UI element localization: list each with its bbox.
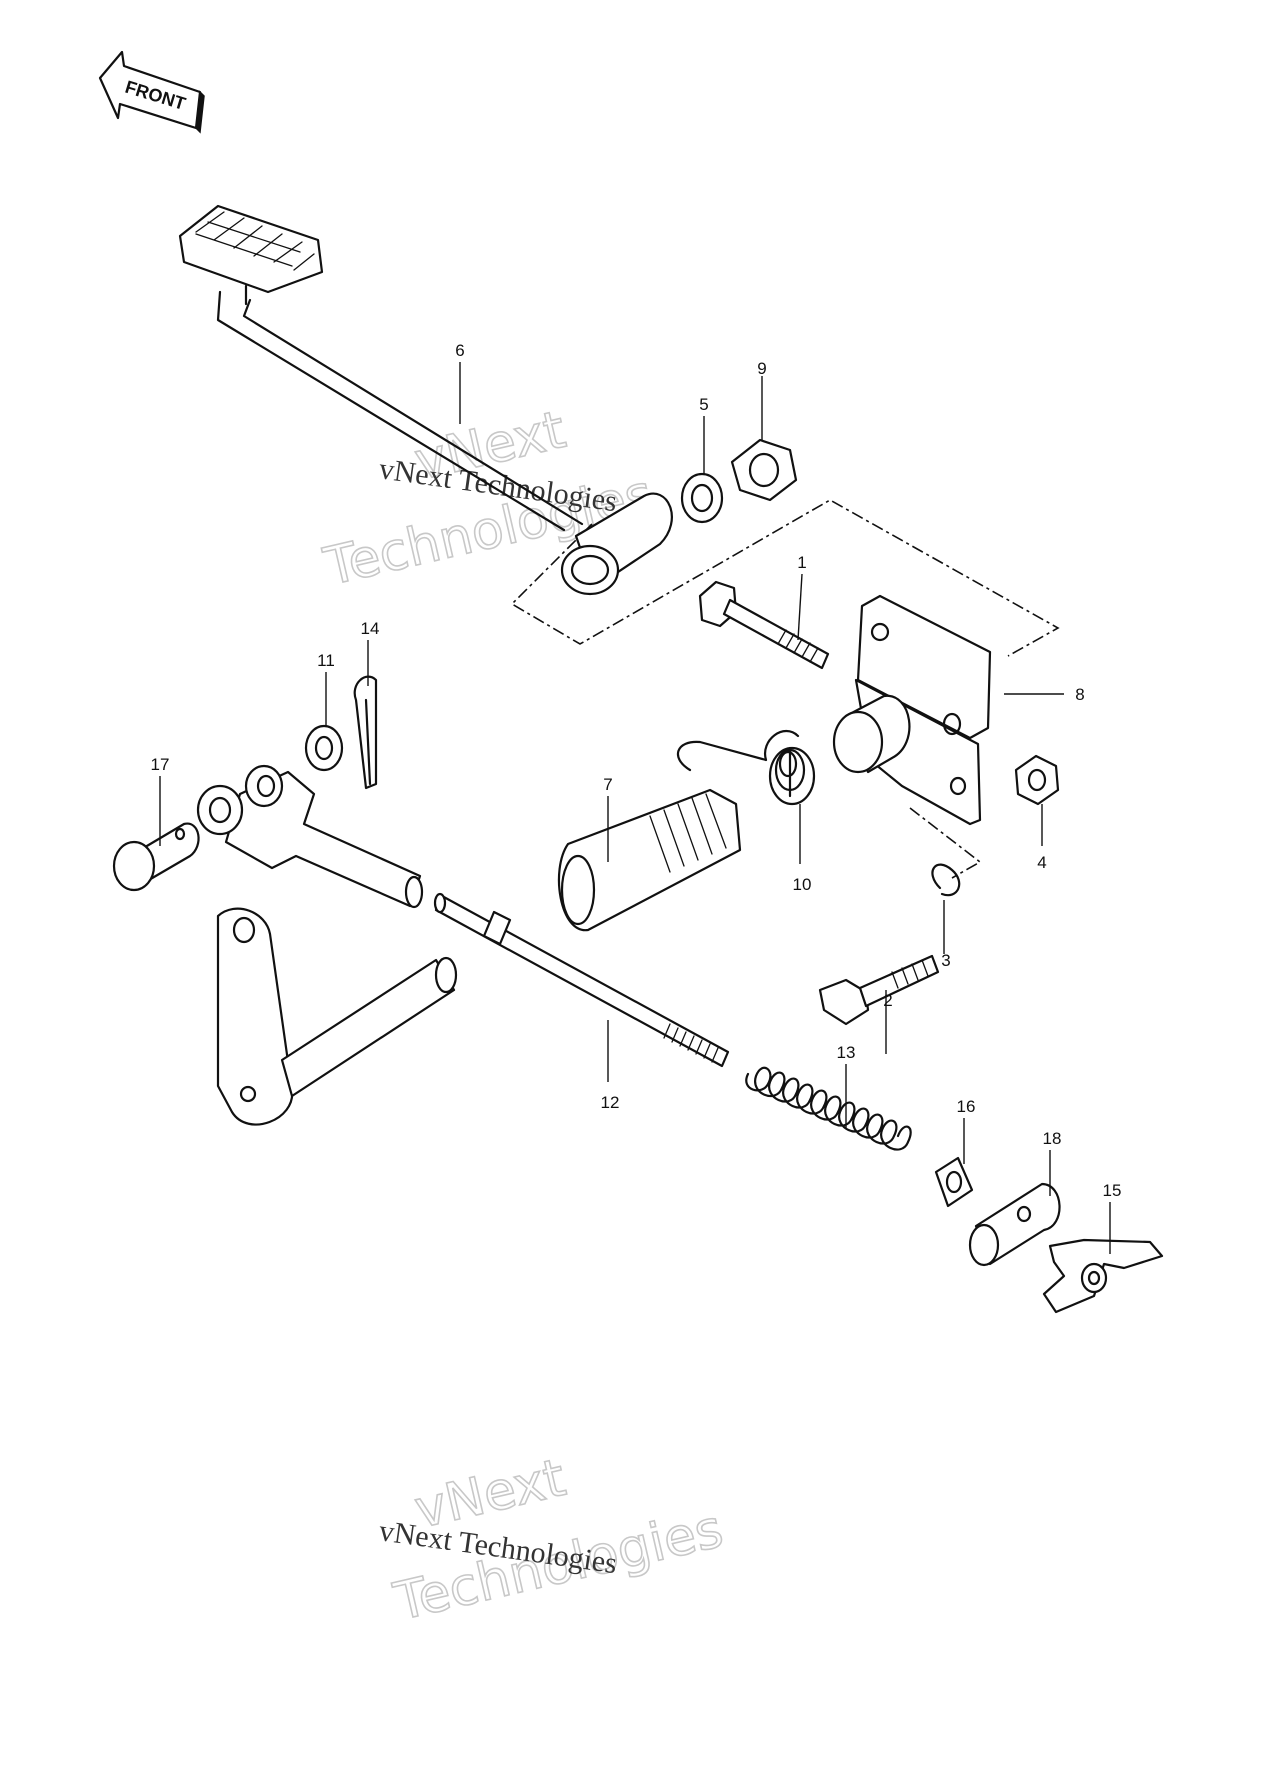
- assembly-line-lower: [909, 807, 982, 879]
- svg-text:9: 9: [757, 359, 766, 378]
- brake-lever-arm: [216, 907, 458, 1126]
- svg-text:7: 7: [603, 775, 612, 794]
- svg-text:4: 4: [1037, 853, 1046, 872]
- callout-3: 3: [941, 900, 951, 970]
- svg-text:5: 5: [699, 395, 708, 414]
- brake-pedal: [178, 204, 673, 596]
- front-direction-arrow: FRONT: [98, 50, 205, 134]
- bolt-2: [818, 954, 940, 1026]
- svg-text:15: 15: [1103, 1181, 1122, 1200]
- callout-9: 9: [757, 359, 767, 440]
- svg-text:10: 10: [793, 875, 812, 894]
- callout-6: 6: [455, 341, 465, 424]
- callout-1: 1: [797, 553, 807, 641]
- svg-text:18: 18: [1043, 1129, 1062, 1148]
- callout-10: 10: [793, 804, 812, 894]
- svg-text:14: 14: [361, 619, 380, 638]
- bolt-1: [698, 580, 830, 670]
- rod-joint-18: [968, 1182, 1061, 1267]
- svg-text:1: 1: [797, 553, 806, 572]
- clevis-pin-17: [112, 822, 200, 892]
- callout-2: 2: [883, 990, 893, 1054]
- watermark-bottom: vNext Technologies vNext Technologies: [377, 1447, 729, 1633]
- svg-text:11: 11: [317, 651, 335, 670]
- svg-text:8: 8: [1075, 685, 1084, 704]
- cotter-pin-14: [353, 675, 378, 790]
- washer-16: [934, 1156, 974, 1208]
- callout-8: 8: [1004, 685, 1085, 704]
- return-spring-10: [676, 729, 816, 806]
- wing-nut-15: [1042, 1238, 1164, 1314]
- washer-5: [680, 472, 724, 524]
- assembly-line-upper: [510, 499, 1060, 657]
- callout-14: 14: [361, 619, 380, 686]
- callout-4: 4: [1037, 804, 1047, 872]
- svg-text:3: 3: [941, 951, 950, 970]
- callout-16: 16: [957, 1097, 976, 1164]
- lock-washer-3: [931, 863, 961, 897]
- pedal-shaft-7: [557, 788, 742, 932]
- svg-text:17: 17: [151, 755, 170, 774]
- brake-rod-12: [433, 892, 730, 1068]
- clevis-yoke: [196, 764, 424, 909]
- svg-text:16: 16: [957, 1097, 976, 1116]
- callout-11: 11: [317, 651, 335, 726]
- callout-13: 13: [837, 1043, 856, 1128]
- pedal-bracket-8: [832, 594, 992, 826]
- svg-text:2: 2: [883, 991, 892, 1010]
- callout-12: 12: [601, 1020, 620, 1112]
- nut-4: [1014, 754, 1060, 806]
- svg-text:13: 13: [837, 1043, 856, 1062]
- rod-spring-13: [745, 1066, 912, 1151]
- callout-7: 7: [603, 775, 613, 862]
- cap-nut-9: [730, 438, 798, 502]
- svg-text:12: 12: [601, 1093, 620, 1112]
- svg-text:6: 6: [455, 341, 464, 360]
- washer-11: [304, 724, 344, 772]
- callout-17: 17: [151, 755, 170, 846]
- callout-5: 5: [699, 395, 709, 474]
- callout-15: 15: [1103, 1181, 1122, 1254]
- callout-18: 18: [1043, 1129, 1062, 1196]
